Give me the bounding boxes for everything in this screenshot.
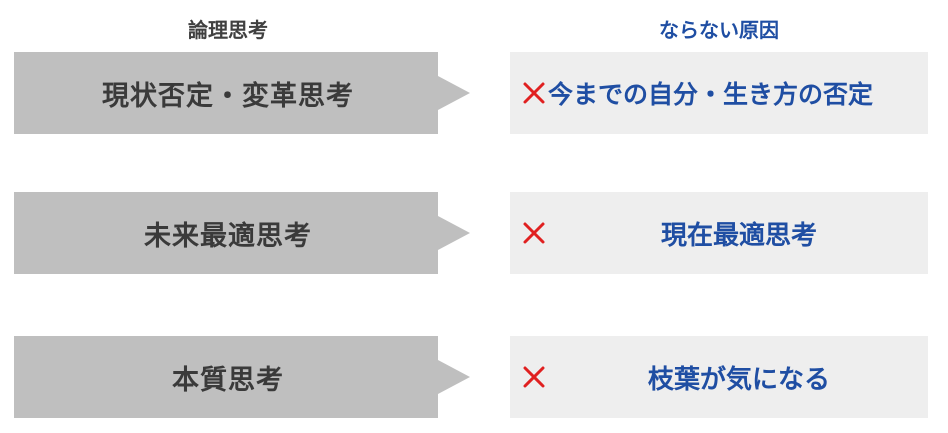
arrow-shape-1 (14, 52, 470, 134)
cause-box-3 (510, 336, 928, 418)
arrow-shape-2 (14, 192, 470, 274)
cause-label: 今までの自分・生き方の否定 (548, 80, 874, 109)
row-2: 未来最適思考 現在最適思考 (0, 192, 948, 274)
thinking-type-label: 未来最適思考 (144, 220, 312, 252)
red-cross-icon (523, 222, 545, 244)
red-cross-icon (523, 366, 545, 388)
column-header-logical-thinking: 論理思考 (188, 18, 268, 42)
row-3: 本質思考 枝葉が気になる (0, 336, 948, 418)
cause-box-1 (510, 52, 928, 134)
cause-label: 現在最適思考 (660, 220, 817, 251)
thinking-type-label: 現状否定・変革思考 (102, 80, 354, 112)
cause-box-2 (510, 192, 928, 274)
red-cross-icon (523, 82, 545, 104)
cause-label: 枝葉が気になる (647, 364, 830, 395)
row-1: 現状否定・変革思考 今までの自分・生き方の否定 (0, 52, 948, 134)
thinking-type-label: 本質思考 (172, 364, 284, 396)
arrow-shape-3 (14, 336, 470, 418)
column-header-causes: ならない原因 (659, 18, 779, 42)
